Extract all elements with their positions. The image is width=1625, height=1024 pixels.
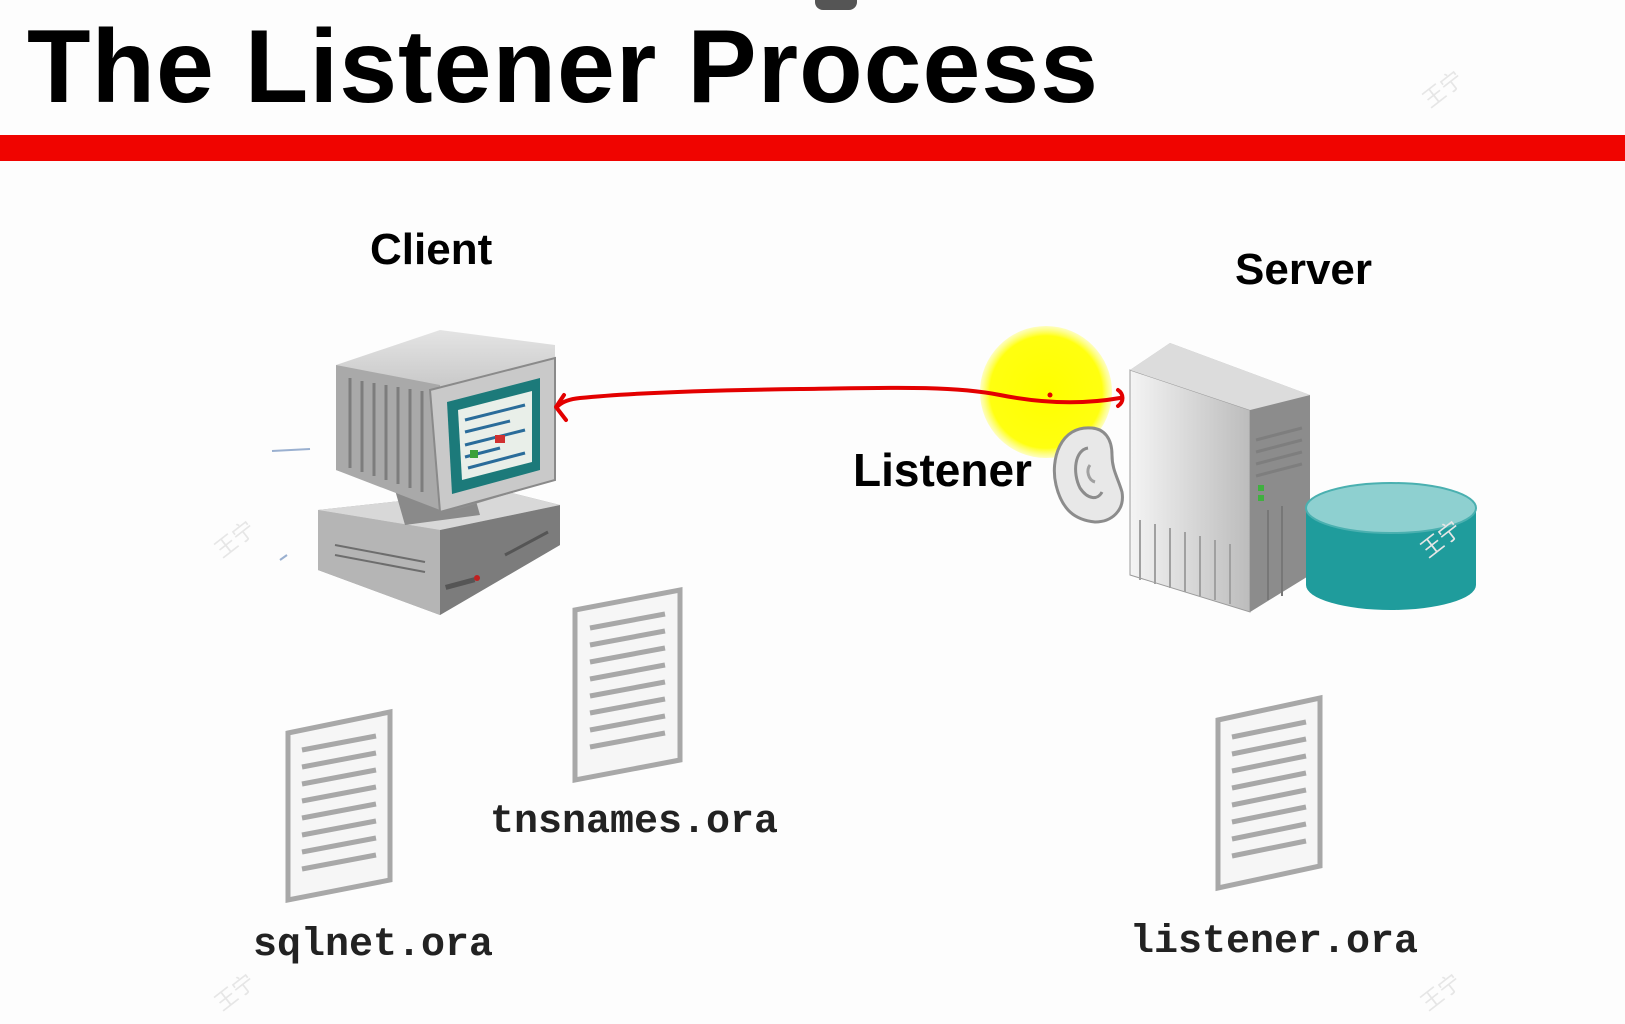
client-computer-icon [318,330,560,615]
stray-mark [279,554,288,561]
window-notch [815,0,857,10]
stray-mark [271,448,311,452]
tnsnames-file-label: tnsnames.ora [490,800,779,845]
listener-file-label: listener.ora [1130,920,1419,965]
title-rule [0,135,1625,161]
listener-highlight [980,326,1112,458]
document-icon [1215,694,1323,892]
database-icon [1305,482,1477,610]
slide-title: The Listener Process [27,9,1099,125]
client-label: Client [370,225,493,274]
listener-label: Listener [853,444,1032,496]
server-tower-icon [1129,343,1310,613]
document-icon [285,708,393,904]
connection-arrow [554,385,1125,422]
document-icon [572,586,683,784]
sqlnet-file-label: sqlnet.ora [253,923,494,968]
ear-icon [1052,426,1124,524]
server-label: Server [1235,245,1373,294]
